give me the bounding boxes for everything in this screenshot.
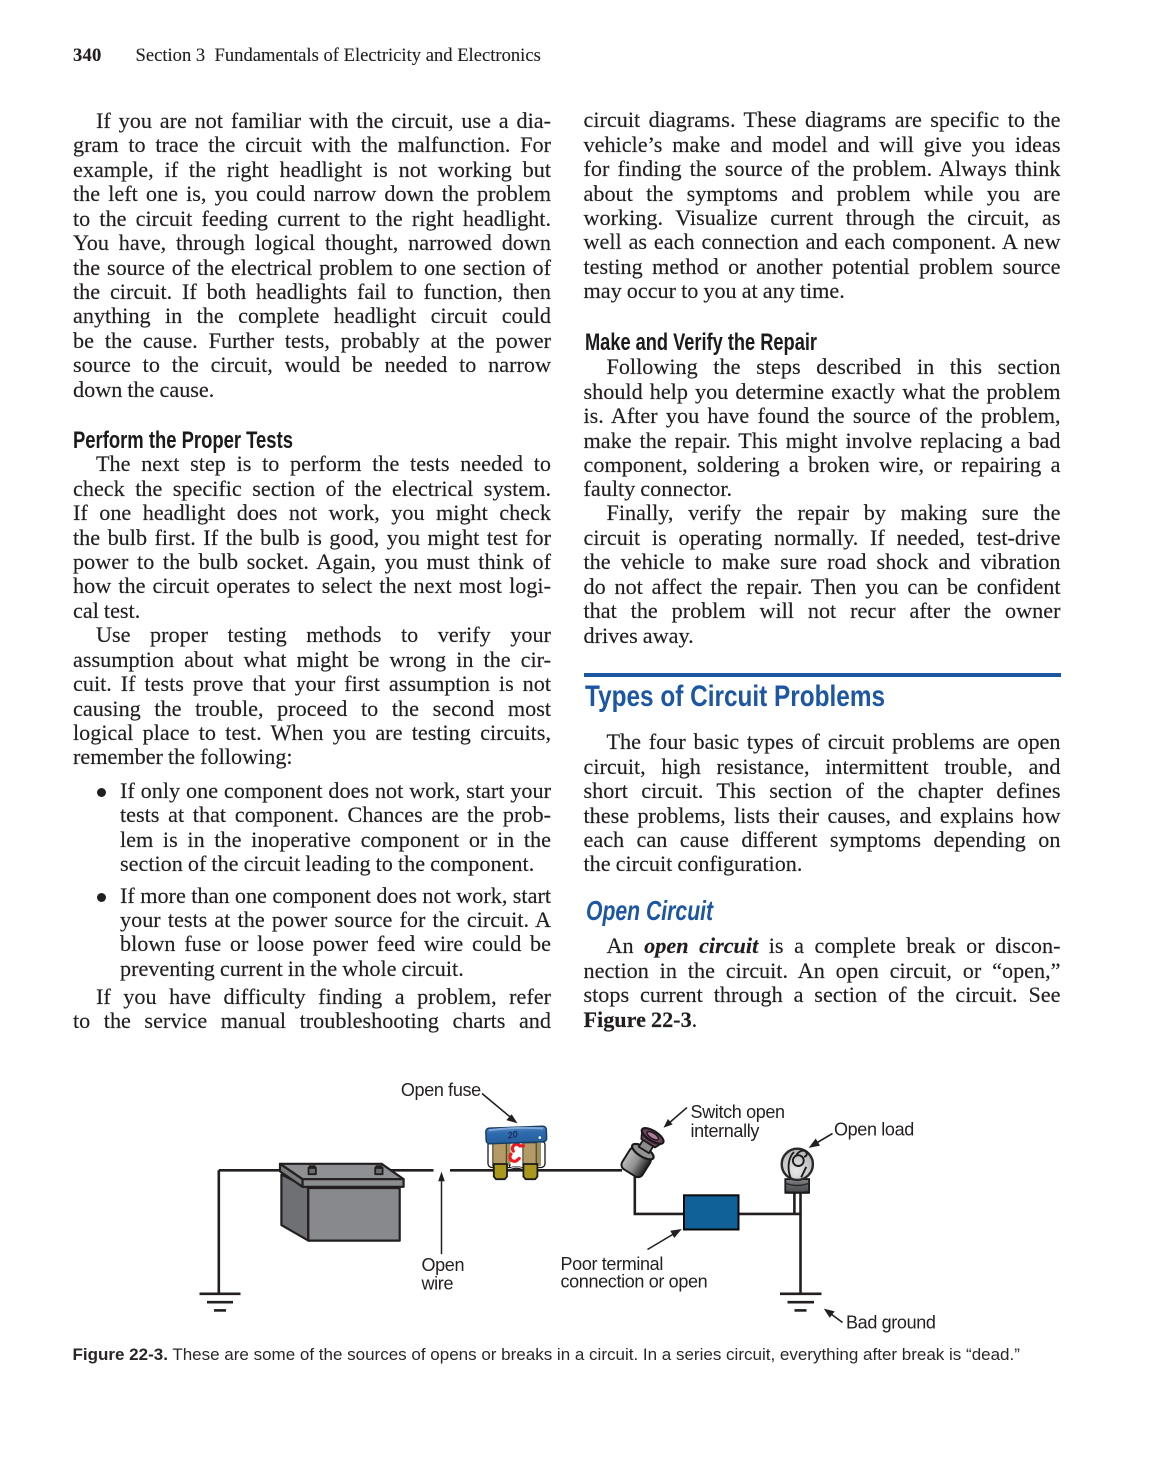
svg-text:Poor terminal: Poor terminal xyxy=(561,1254,664,1274)
svg-text:Open fuse: Open fuse xyxy=(401,1080,481,1100)
svg-text:wire: wire xyxy=(421,1274,454,1294)
svg-text:20: 20 xyxy=(506,1129,520,1142)
svg-text:internally: internally xyxy=(691,1121,760,1141)
svg-text:Bad ground: Bad ground xyxy=(846,1313,936,1333)
svg-text:Switch open: Switch open xyxy=(691,1102,785,1122)
svg-text:connection or open: connection or open xyxy=(561,1272,708,1292)
svg-text:Open load: Open load xyxy=(834,1119,914,1139)
svg-text:Open: Open xyxy=(422,1255,465,1275)
